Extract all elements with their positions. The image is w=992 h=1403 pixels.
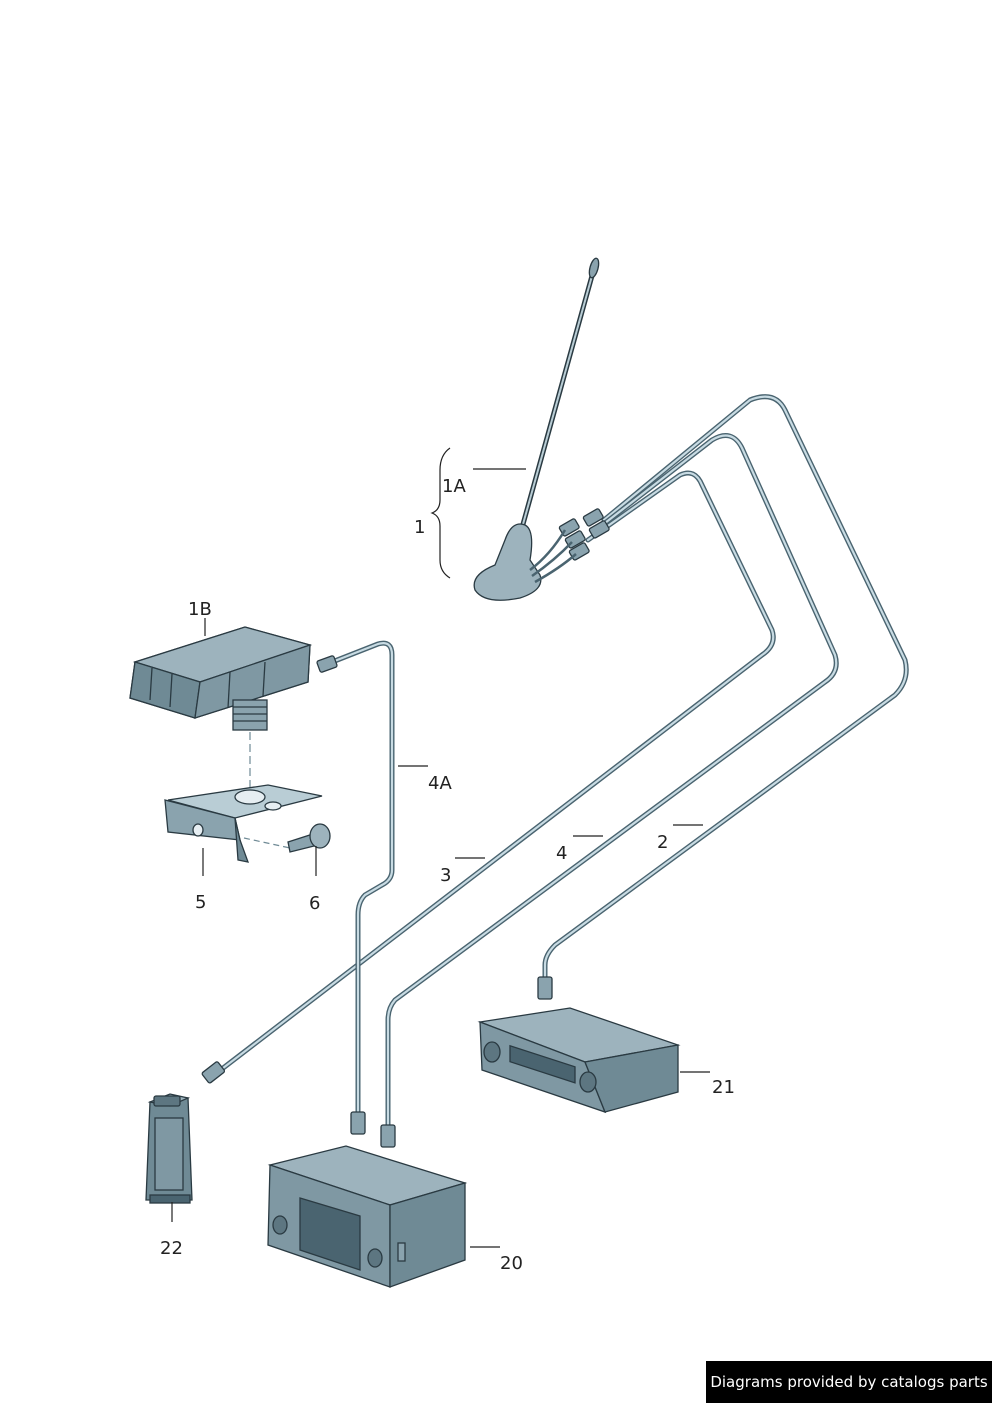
navigation-unit-20 <box>267 1145 468 1288</box>
callout-21: 21 <box>712 1077 735 1098</box>
credit-banner: Diagrams provided by catalogs parts <box>706 1361 992 1403</box>
cable-4 <box>385 433 839 1133</box>
screw-6 <box>287 823 331 853</box>
callout-1A: 1A <box>442 476 466 497</box>
callout-4A: 4A <box>428 773 452 794</box>
connector-end-3 <box>201 1061 226 1084</box>
cable-3 <box>211 470 776 1078</box>
cable-4A <box>324 640 395 1121</box>
callout-5: 5 <box>195 892 206 913</box>
callout-22: 22 <box>160 1238 183 1259</box>
antenna-module-1B <box>129 626 313 731</box>
antenna-connectors <box>529 508 610 584</box>
control-unit-22 <box>145 1093 193 1204</box>
connector-end-20b <box>380 1124 396 1148</box>
brace-1 <box>430 447 451 579</box>
radio-unit-21 <box>477 1007 681 1114</box>
bracket-5 <box>164 784 323 863</box>
callout-4: 4 <box>556 843 567 864</box>
callout-6: 6 <box>309 893 320 914</box>
connector-end-20a <box>350 1111 366 1135</box>
roof-antenna <box>473 257 610 601</box>
leader-lines <box>171 468 710 1248</box>
callout-2: 2 <box>657 832 668 853</box>
connector-end-4A <box>316 655 338 673</box>
callout-1: 1 <box>414 517 425 538</box>
callout-1B: 1B <box>188 599 212 620</box>
cable-2 <box>542 394 909 988</box>
screw-axis <box>243 837 291 849</box>
callout-20: 20 <box>500 1253 523 1274</box>
connector-end-21 <box>537 976 553 1000</box>
callout-3: 3 <box>440 865 451 886</box>
